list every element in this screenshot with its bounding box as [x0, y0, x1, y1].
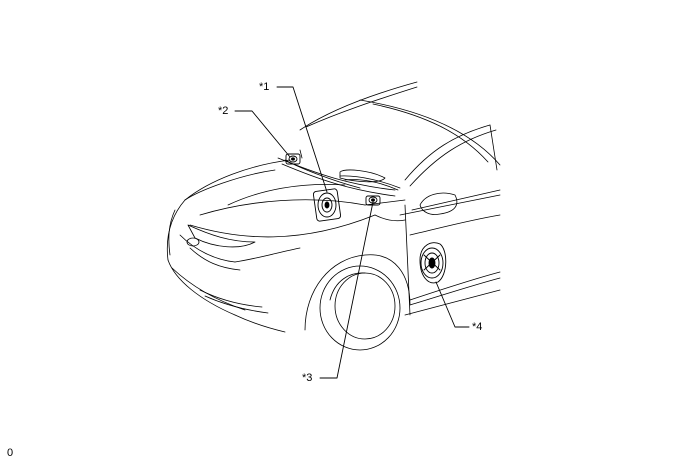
dashboard [284, 149, 401, 191]
callout-1: *1 [259, 81, 270, 93]
car-body [166, 81, 501, 351]
speaker-2 [285, 153, 301, 165]
leader-lines [234, 86, 470, 379]
callout-4: *4 [472, 321, 483, 333]
callout-2: *2 [218, 105, 229, 117]
callout-3: *3 [302, 372, 313, 384]
speaker-4 [419, 242, 447, 284]
figure-code: 0 [7, 447, 14, 459]
speaker-1 [312, 188, 342, 222]
